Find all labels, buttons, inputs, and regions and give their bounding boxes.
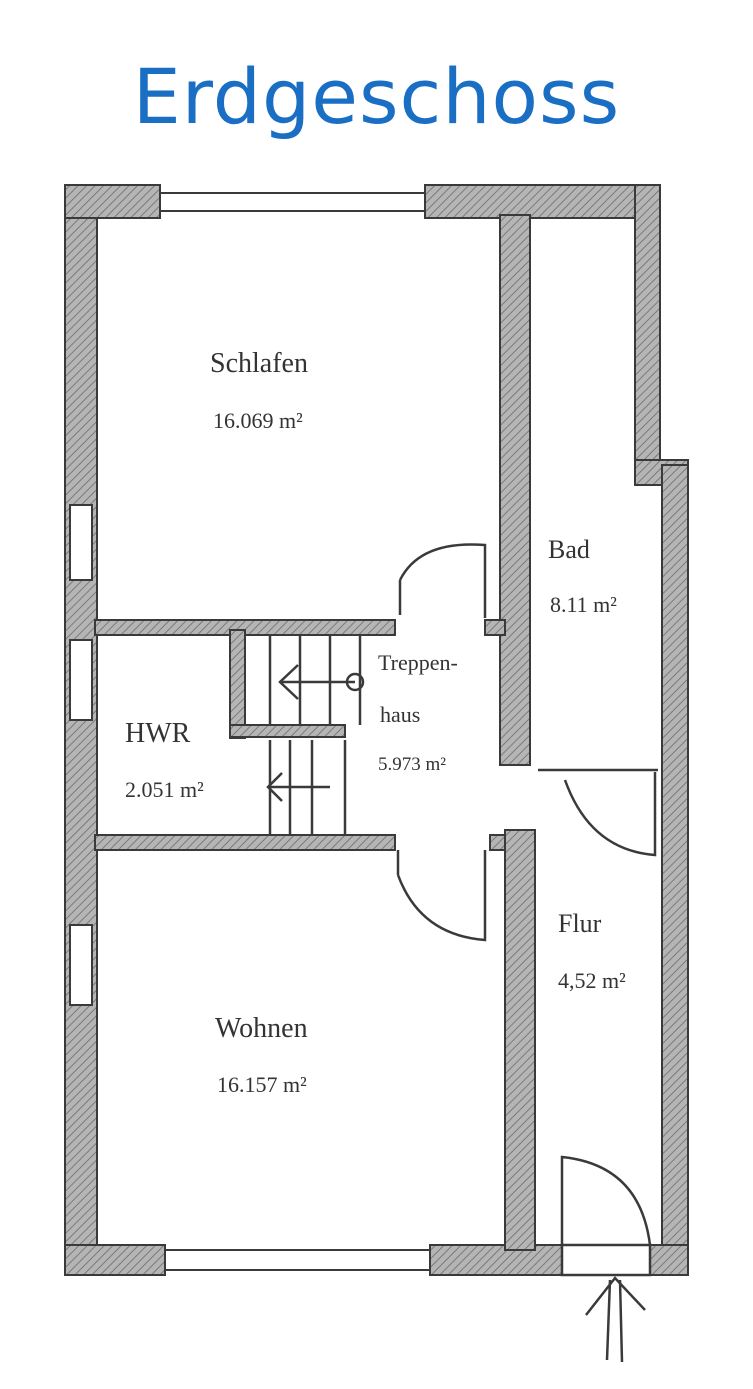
room-name-bad: Bad: [548, 535, 590, 564]
windows: [69, 192, 431, 1271]
room-name-hwr: HWR: [125, 718, 191, 749]
room-name-schlafen: Schlafen: [210, 348, 308, 379]
room-area-treppenhaus: 5.973 m²: [378, 754, 446, 775]
room-name-wohnen: Wohnen: [215, 1013, 308, 1044]
doors-and-stairs: [266, 543, 658, 1363]
room-name-flur: Flur: [558, 909, 602, 938]
room-name-treppenhaus: Treppen-: [378, 650, 458, 675]
room-area-bad: 8.11 m²: [550, 592, 617, 617]
room-area-hwr: 2.051 m²: [125, 777, 204, 802]
room-area-schlafen: 16.069 m²: [213, 408, 303, 433]
walls: [64, 184, 689, 1276]
room-area-wohnen: 16.157 m²: [217, 1072, 307, 1097]
page-title: Erdgeschoss: [132, 52, 621, 141]
room-area-flur: 4,52 m²: [558, 968, 626, 993]
room-labels: Schlafen 16.069 m² Bad 8.11 m² Treppen- …: [125, 348, 626, 1097]
room-name-treppenhaus-2: haus: [380, 702, 420, 727]
